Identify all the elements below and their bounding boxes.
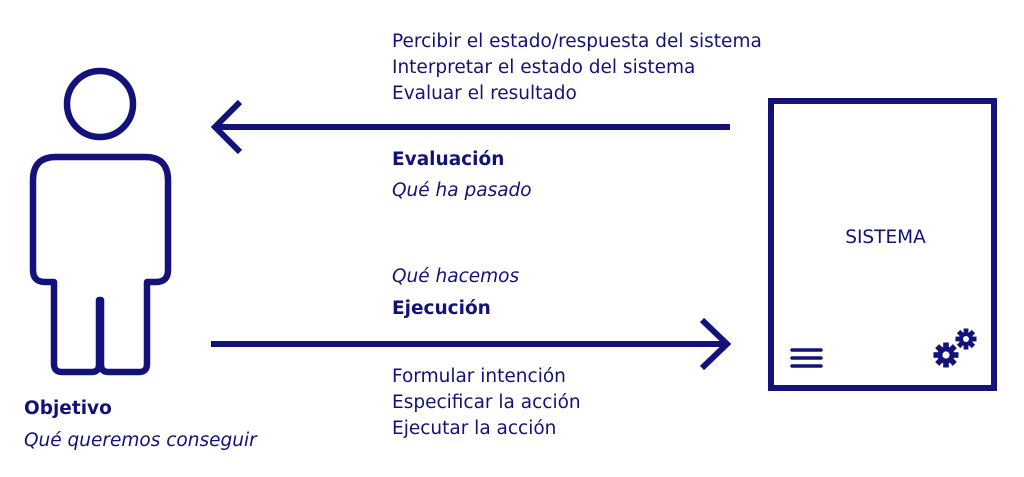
menu-icon: [790, 348, 823, 368]
goal-title: Objetivo: [24, 398, 112, 419]
goal-subtitle: Qué queremos conseguir: [24, 430, 257, 451]
execution-step: Formular intención: [392, 366, 566, 387]
system-label: SISTEMA: [845, 227, 926, 248]
evaluation-step: Interpretar el estado del sistema: [392, 57, 696, 78]
person-icon: [29, 67, 172, 376]
evaluation-steps: Percibir el estado/respuesta del sistema…: [392, 29, 762, 107]
execution-step: Especificar la acción: [392, 392, 581, 413]
gears-icon: [933, 328, 977, 368]
execution-subtitle: Qué hacemos: [392, 266, 520, 287]
system-box: [768, 98, 997, 391]
execution-steps: Formular intención Especificar la acción…: [392, 364, 581, 442]
evaluation-step: Percibir el estado/respuesta del sistema: [392, 31, 762, 52]
execution-arrow: [211, 317, 732, 371]
evaluation-arrow: [210, 99, 730, 155]
execution-step: Ejecutar la acción: [392, 418, 557, 439]
evaluation-step: Evaluar el resultado: [392, 83, 577, 104]
execution-title: Ejecución: [392, 298, 491, 319]
evaluation-subtitle: Qué ha pasado: [392, 180, 532, 201]
evaluation-title: Evaluación: [392, 149, 505, 170]
